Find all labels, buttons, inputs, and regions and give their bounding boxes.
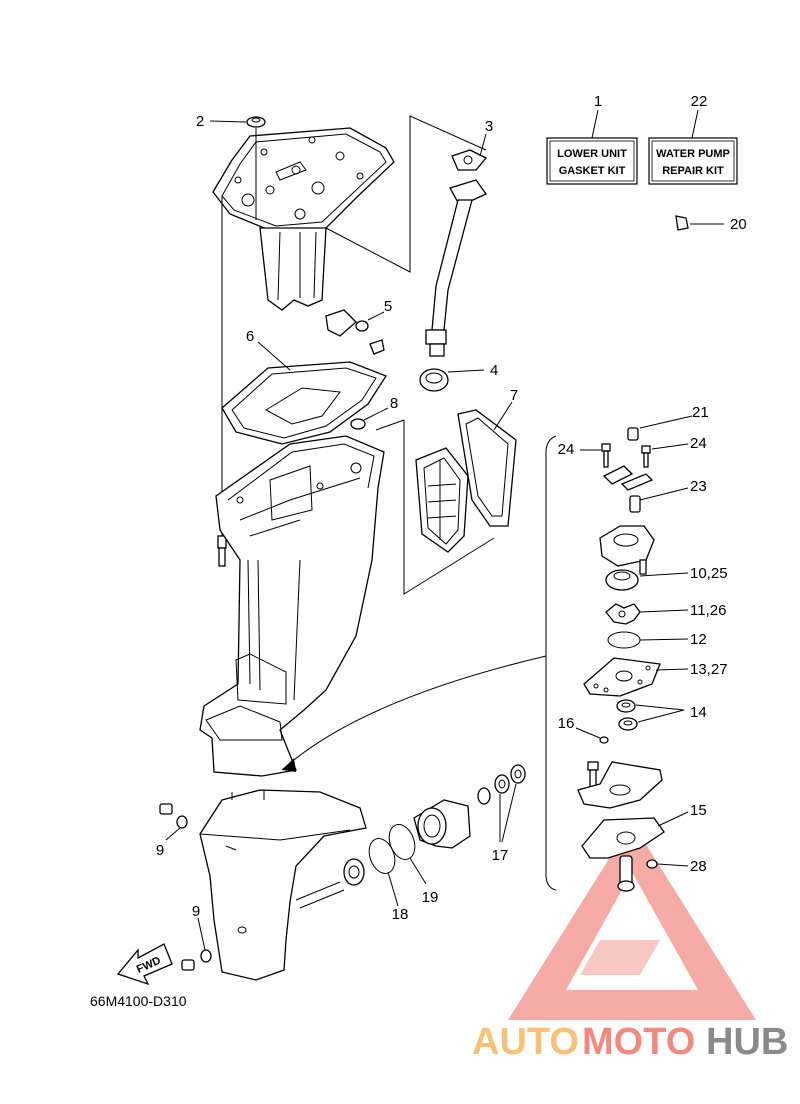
callout-5: 5 <box>384 298 392 315</box>
part-24-bolts: 24 24 <box>558 435 707 468</box>
kit-1-line2: GASKET KIT <box>559 165 626 177</box>
part-16-dowel: 16 <box>558 715 609 744</box>
callout-18: 18 <box>392 906 409 923</box>
callout-1: 1 <box>594 93 602 110</box>
part-3-water-tube: 3 <box>425 118 493 357</box>
part-12-o-ring: 12 <box>607 631 707 649</box>
part-14-bushings: 14 <box>616 699 707 731</box>
watermark-triangle <box>508 822 756 1020</box>
callout-2: 2 <box>196 113 204 130</box>
watermark-moto: MOTO <box>582 1021 695 1063</box>
part-18-o-ring: 18 <box>368 838 409 923</box>
kit-1-line1: LOWER UNIT <box>557 148 627 160</box>
part-21-grommet: 21 <box>627 404 709 441</box>
part-23-plate: 23 <box>602 465 707 513</box>
bracket-line-7 <box>403 420 495 595</box>
callout-23: 23 <box>690 478 707 495</box>
callout-20: 20 <box>730 216 747 233</box>
part-19-o-ring: 19 <box>388 824 439 906</box>
callout-24b: 24 <box>690 435 707 452</box>
water-pump-base <box>577 761 663 809</box>
kit-22-line2: REPAIR KIT <box>662 165 724 177</box>
kit-box-lower-unit-gasket: LOWER UNIT GASKET KIT 1 <box>546 93 638 185</box>
callout-12: 12 <box>690 631 707 648</box>
callout-14: 14 <box>690 704 707 721</box>
callout-24a: 24 <box>558 441 575 458</box>
callout-7: 7 <box>510 387 518 404</box>
part-17-oil-seals: 17 <box>492 764 526 864</box>
part-13-27-plate: 13,27 <box>583 657 728 697</box>
propeller-shaft-housing <box>413 787 491 849</box>
callout-3: 3 <box>485 118 493 135</box>
watermark-triangle-inner <box>580 940 660 975</box>
water-pump-housing <box>599 525 655 575</box>
part-10-25-liner: 10,25 <box>605 565 728 591</box>
watermark-hub: HUB <box>706 1021 788 1063</box>
callout-4: 4 <box>490 362 498 379</box>
kit-box-water-pump-repair: WATER PUMP REPAIR KIT 22 <box>648 93 738 185</box>
part-7-seal-plate: 7 <box>415 387 518 553</box>
lower-casing <box>199 789 367 981</box>
fwd-direction-arrow: FWD <box>116 943 173 986</box>
pump-assembly-arrow-line <box>281 655 547 771</box>
part-11-26-impeller: 11,26 <box>605 602 726 625</box>
callout-17: 17 <box>492 847 509 864</box>
watermark-logo <box>508 822 756 1020</box>
bushing-in-lower-casing <box>343 858 365 886</box>
part-2-grommet: 2 <box>196 113 266 220</box>
callout-13-27: 13,27 <box>690 661 728 678</box>
pump-group-bracket <box>545 435 557 891</box>
callout-9-lower: 9 <box>192 903 200 920</box>
callout-10-25: 10,25 <box>690 565 728 582</box>
callout-6: 6 <box>246 328 254 345</box>
part-6-gasket: 6 <box>221 328 387 445</box>
part-4-seal: 4 <box>419 362 498 392</box>
part-8-grommet: 8 <box>350 395 398 430</box>
watermark-auto: AUTO <box>472 1021 579 1063</box>
part-9-lower-plug: 9 <box>181 903 212 971</box>
callout-19: 19 <box>422 889 439 906</box>
part-15-plate: 15 <box>581 802 707 859</box>
exhaust-guide-plate <box>212 127 395 311</box>
callout-8: 8 <box>390 395 398 412</box>
callout-16: 16 <box>558 715 575 732</box>
bracket-line-8 <box>375 419 405 431</box>
callout-11-26: 11,26 <box>690 602 726 619</box>
callout-15: 15 <box>690 802 707 819</box>
watermark-text: AUTO MOTO HUB <box>472 1021 788 1063</box>
long-bolt <box>217 535 227 567</box>
part-20-pipe: 20 <box>630 202 747 430</box>
part-5-grommet: 5 <box>325 298 392 355</box>
callout-9-upper: 9 <box>156 842 164 859</box>
callout-21: 21 <box>692 404 709 421</box>
part-28-seal: 28 <box>617 855 707 892</box>
kit-22-line1: WATER PUMP <box>656 148 730 160</box>
callout-22: 22 <box>691 93 708 110</box>
part-9-upper-plug: 9 <box>156 803 188 859</box>
bracket-line-3 <box>325 115 487 273</box>
callout-28: 28 <box>690 858 707 875</box>
drive-shaft-housing <box>199 435 385 777</box>
drawing-code: 66M4100-D310 <box>90 993 187 1009</box>
pump-assembly-arrowhead <box>282 758 296 772</box>
